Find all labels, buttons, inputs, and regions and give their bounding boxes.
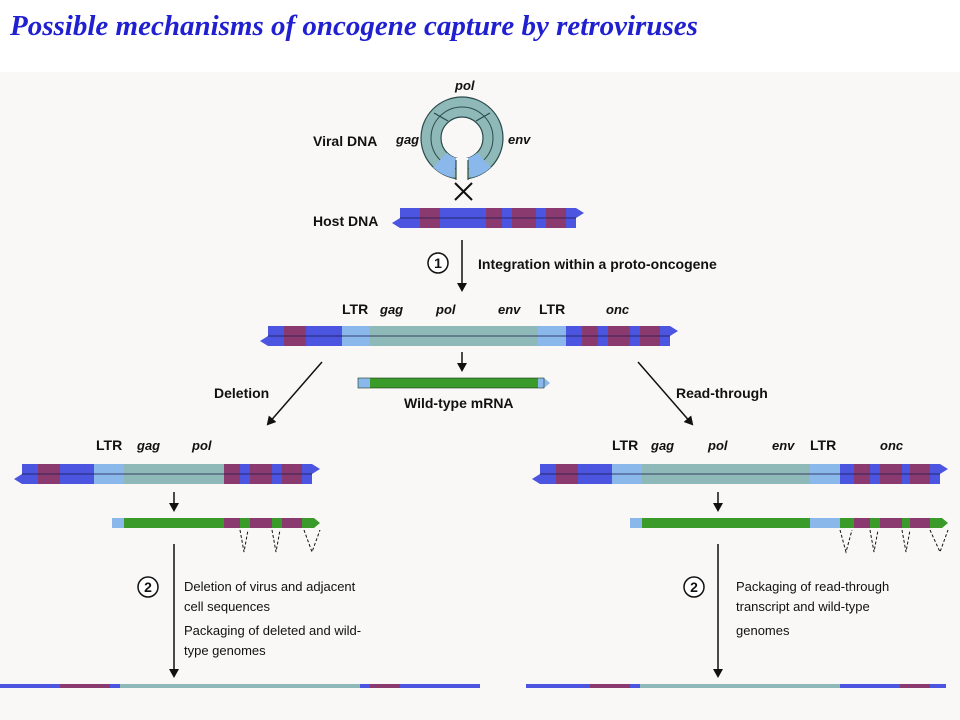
deletion-step2-line-2: cell sequences <box>184 599 270 614</box>
deletion-label: Deletion <box>214 385 269 401</box>
read-through-label: Read-through <box>676 385 768 401</box>
viral-dna-label: Viral DNA <box>313 133 377 149</box>
host-dna-label: Host DNA <box>313 213 378 229</box>
readthrough-step2-line-1: Packaging of read-through <box>736 579 889 594</box>
step1-text: Integration within a proto-oncogene <box>478 256 717 272</box>
deletion-step2-line-4: type genomes <box>184 643 266 658</box>
readthrough-provirus-strand <box>532 464 948 484</box>
deletion-step2-badge: 2 <box>137 576 159 598</box>
wild-type-mrna-label: Wild-type mRNA <box>404 395 514 411</box>
viral-dna-circle <box>420 96 504 182</box>
readthrough-step2-badge: 2 <box>683 576 705 598</box>
provirus-pol: pol <box>435 302 456 317</box>
readthrough-gag: gag <box>650 438 674 453</box>
readthrough-onc: onc <box>880 438 904 453</box>
gene-env-label: env <box>508 132 531 147</box>
deletion-pol: pol <box>191 438 212 453</box>
deletion-step2-line-1: Deletion of virus and adjacent <box>184 579 356 594</box>
svg-text:1: 1 <box>434 255 442 271</box>
readthrough-step2-line-3: genomes <box>736 623 790 638</box>
readthrough-ltr-right: LTR <box>810 437 836 453</box>
bottom-cutoff-strands <box>0 684 946 688</box>
figure-panel <box>0 72 960 720</box>
gene-pol-label: pol <box>454 78 475 93</box>
deletion-provirus-strand <box>14 464 320 484</box>
readthrough-env: env <box>772 438 795 453</box>
gene-gag-label: gag <box>395 132 419 147</box>
provirus-onc: onc <box>606 302 630 317</box>
slide-title: Possible mechanisms of oncogene capture … <box>10 10 698 42</box>
host-dna-strand <box>392 208 584 228</box>
deletion-gag: gag <box>136 438 160 453</box>
readthrough-transcript <box>630 518 949 554</box>
deletion-ltr: LTR <box>96 437 122 453</box>
provirus-strand <box>260 326 678 346</box>
svg-text:2: 2 <box>690 579 698 595</box>
deletion-arrow <box>266 361 323 426</box>
crossover-mark <box>454 182 473 201</box>
provirus-gag: gag <box>379 302 403 317</box>
step1-badge: 1 <box>427 252 449 274</box>
provirus-ltr-right: LTR <box>539 301 565 317</box>
svg-text:2: 2 <box>144 579 152 595</box>
readthrough-ltr-left: LTR <box>612 437 638 453</box>
provirus-ltr-left: LTR <box>342 301 368 317</box>
provirus-env: env <box>498 302 521 317</box>
deletion-step2-line-3: Packaging of deleted and wild- <box>184 623 361 638</box>
readthrough-pol: pol <box>707 438 728 453</box>
wild-type-mrna <box>357 377 550 389</box>
deletion-transcript <box>112 518 321 554</box>
read-through-arrow <box>637 361 694 426</box>
readthrough-step2-line-2: transcript and wild-type <box>736 599 870 614</box>
